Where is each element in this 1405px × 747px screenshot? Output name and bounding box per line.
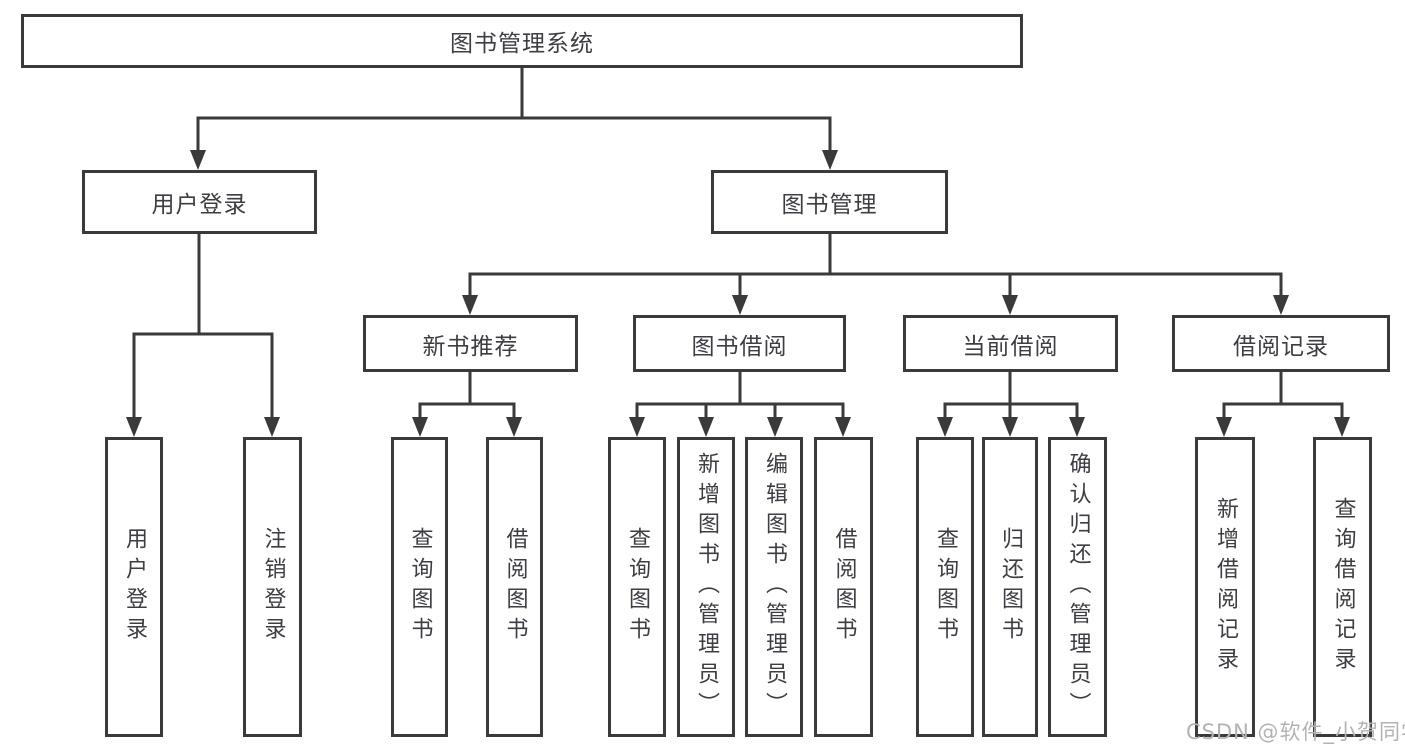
node-label: 借阅图书 [831,527,857,647]
node-label: 注销登录 [260,527,286,647]
node-label: 新增借阅记录 [1213,497,1238,677]
node-label: 借阅图书 [502,527,528,647]
node-label: 归还图书 [998,527,1023,647]
node-new-book-recommend: 新书推荐 [363,315,578,372]
node-confirm-return-admin: 确认归还（管理员） [1048,437,1107,737]
node-query-borrow-record: 查询借阅记录 [1313,437,1372,737]
node-label: 当前借阅 [962,333,1059,360]
node-edit-book-admin: 编辑图书（管理员） [745,437,803,737]
node-logout: 注销登录 [243,437,302,737]
csdn-watermark: CSDN @软件_小贺同学 [1186,720,1405,744]
node-book-management-module: 图书管理 [711,170,948,234]
node-label: 借阅记录 [1233,333,1329,360]
node-return-book: 归还图书 [982,437,1038,737]
node-label: 查询图书 [407,527,433,647]
node-borrow-books-1: 借阅图书 [486,437,543,737]
node-label: 新增图书（管理员） [694,452,719,722]
node-label: 查询图书 [933,527,958,647]
node-query-books-2: 查询图书 [608,437,666,737]
node-book-borrowing: 图书借阅 [633,315,846,372]
node-borrowing-records: 借阅记录 [1172,315,1390,372]
node-user-login: 用户登录 [105,437,163,737]
node-query-books-1: 查询图书 [391,437,448,737]
node-label: 查询图书 [625,527,650,647]
node-borrow-books-2: 借阅图书 [814,437,873,737]
node-label: 图书管理 [781,192,878,218]
node-add-borrow-record: 新增借阅记录 [1195,437,1255,737]
node-add-book-admin: 新增图书（管理员） [677,437,735,737]
node-user-login-module: 用户登录 [82,170,317,234]
node-label: 用户登录 [122,527,147,647]
node-label: 图书管理系统 [450,31,594,57]
node-query-books-3: 查询图书 [916,437,974,737]
node-label: 图书借阅 [691,333,788,360]
node-label: 用户登录 [151,192,248,218]
node-label: 新书推荐 [422,333,519,360]
node-current-borrowing: 当前借阅 [903,315,1118,372]
node-label: 编辑图书（管理员） [762,452,787,722]
node-label: 查询借阅记录 [1330,497,1356,677]
node-label: 确认归还（管理员） [1065,452,1091,722]
node-library-management-system: 图书管理系统 [21,14,1023,68]
